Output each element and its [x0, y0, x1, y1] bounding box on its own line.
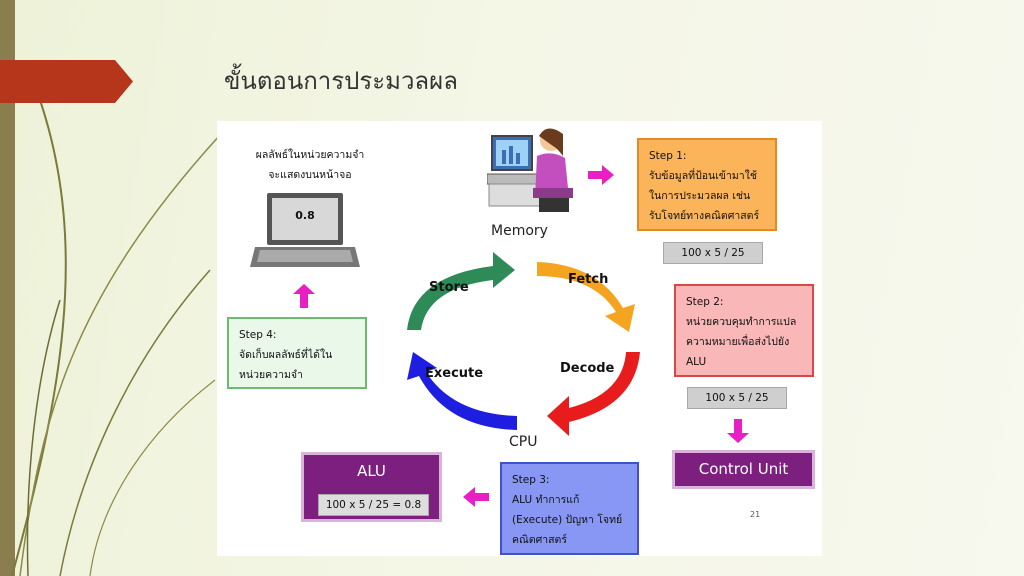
step3-box: Step 3: ALU ทำการแก้ (Execute) ปัญหา โจท…	[500, 462, 639, 555]
person-at-computer-icon	[487, 128, 573, 212]
step4-box: Step 4: จัดเก็บผลลัพธ์ที่ได้ใน หน่วยความ…	[227, 317, 367, 389]
fetch-label: Fetch	[568, 272, 609, 287]
left-arrow-icon	[463, 487, 489, 507]
left-accent-bar	[0, 0, 15, 576]
decorative-lines	[11, 99, 221, 576]
alu-calc: 100 x 5 / 25 = 0.8	[318, 494, 429, 516]
cycle-arrows	[407, 252, 640, 436]
result-caption: ผลลัพธ์ในหน่วยความจำ จะแสดงบนหน้าจอ	[255, 149, 365, 181]
right-arrow-icon	[588, 165, 614, 185]
step2-calc: 100 x 5 / 25	[687, 387, 787, 409]
execute-label: Execute	[425, 366, 484, 381]
title-tab	[0, 60, 133, 103]
laptop-icon	[250, 193, 360, 267]
step1-box: Step 1: รับข้อมูลที่ป้อนเข้ามาใช้ ในการป…	[637, 138, 777, 231]
page-number: 21	[750, 510, 761, 519]
step2-box: Step 2: หน่วยควบคุมทำการแปล ความหมายเพื่…	[674, 284, 814, 377]
decode-label: Decode	[560, 361, 615, 376]
store-label: Store	[429, 280, 469, 295]
alu-label: ALU	[357, 462, 386, 480]
up-arrow-icon	[293, 284, 315, 308]
down-arrow-icon	[727, 419, 749, 443]
control-unit-box: Control Unit	[672, 450, 815, 489]
screen-value: 0.8	[295, 209, 315, 222]
step1-calc: 100 x 5 / 25	[663, 242, 763, 264]
cpu-label: CPU	[509, 434, 538, 450]
slide-title: ขั้นตอนการประมวลผล	[224, 67, 458, 95]
memory-label: Memory	[491, 223, 548, 239]
processing-diagram: ผลลัพธ์ในหน่วยความจำ จะแสดงบนหน้าจอ 0.8 …	[217, 121, 822, 556]
